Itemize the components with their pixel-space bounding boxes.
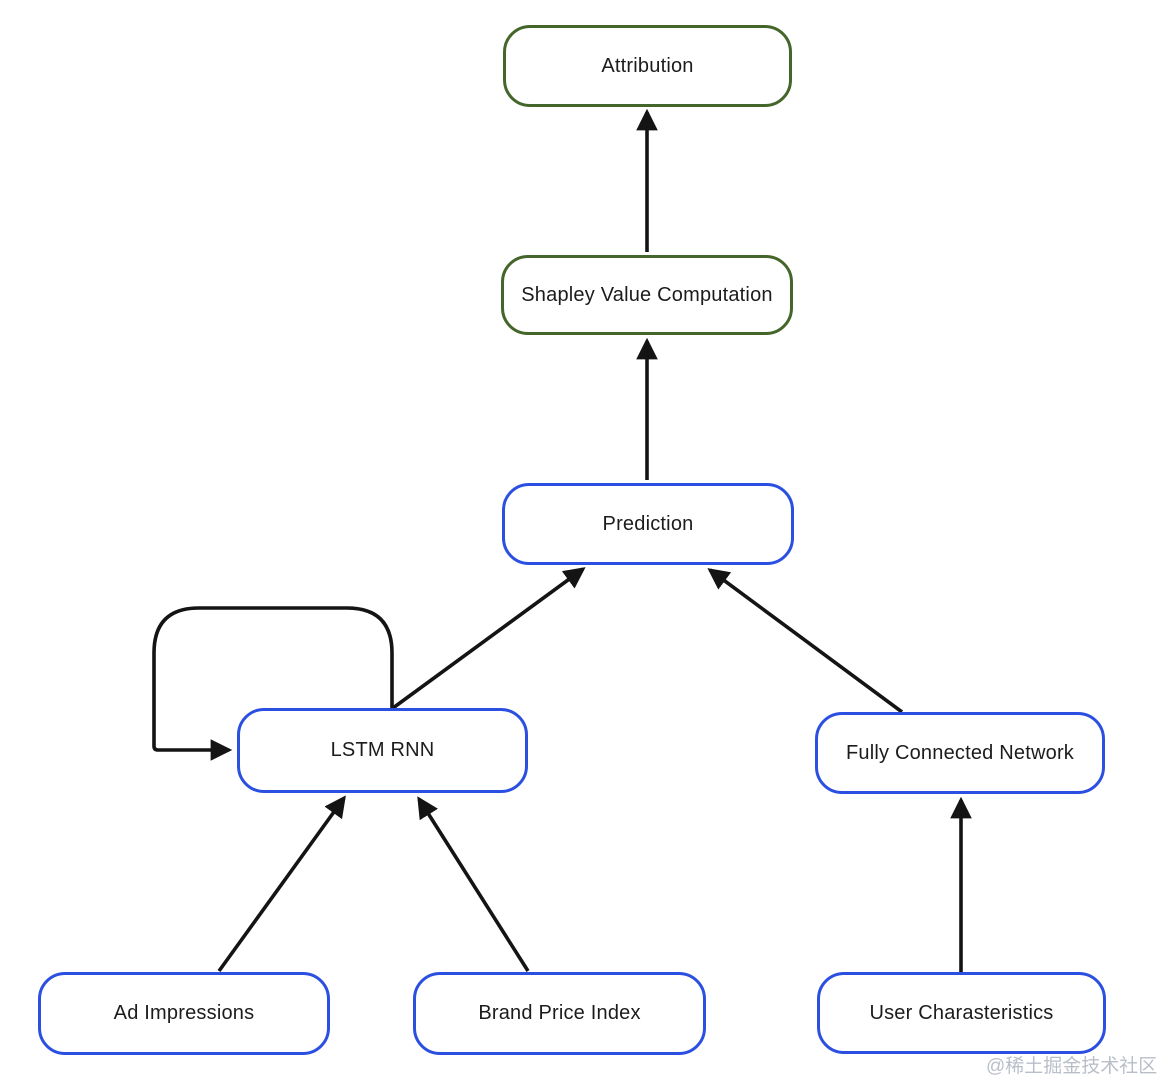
node-prediction-label: Prediction [602,512,694,535]
watermark: @稀土掘金技术社区 [986,1056,1158,1077]
node-attribution-label: Attribution [601,54,694,77]
edge-ad-impressions-to-lstm [217,795,346,973]
node-ad-impressions-label: Ad Impressions [113,1002,255,1024]
node-lstm-rnn: LSTM RNN [237,708,528,793]
node-user-characteristics-label: User Charasteristics [869,1001,1054,1024]
node-shapley-value-computation: Shapley Value Computation [501,255,793,335]
node-attribution: Attribution [503,25,792,107]
node-fully-connected-network-label: Fully Connected Network [845,741,1075,764]
node-prediction: Prediction [502,483,794,565]
edge-lstm-to-prediction [391,567,586,710]
edge-brand-price-index-to-lstm [417,796,530,972]
node-fully-connected-network: Fully Connected Network [815,712,1105,794]
node-ad-impressions: Ad Impressions [38,972,330,1055]
node-shapley-value-computation-label: Shapley Value Computation [521,283,773,306]
node-brand-price-index: Brand Price Index [413,972,706,1055]
node-lstm-rnn-label: LSTM RNN [330,739,435,761]
node-brand-price-index-label: Brand Price Index [478,1002,641,1024]
node-user-characteristics: User Charasteristics [817,972,1106,1054]
edge-fcn-to-prediction [707,568,904,714]
